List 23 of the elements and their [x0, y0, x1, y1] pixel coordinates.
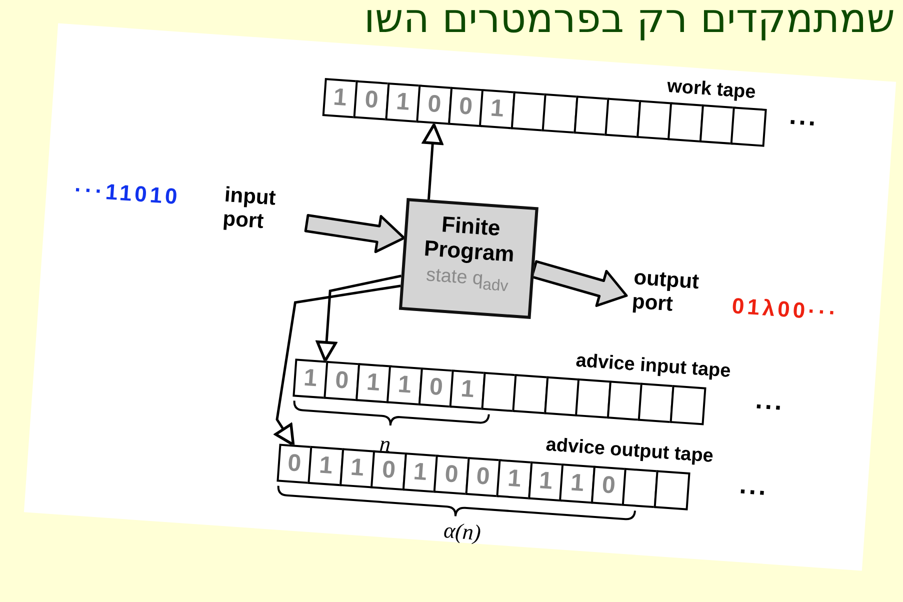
tape-cell: 1 [322, 78, 358, 118]
tape-cell: 1 [308, 446, 344, 486]
tape-cell: 1 [496, 459, 533, 500]
tape-cell: 1 [292, 358, 329, 399]
tape-label: work tape [666, 76, 756, 104]
slide-title: שמתמקדים רק בפרמטרים השו [364, 0, 895, 42]
ellipsis: ··· [754, 390, 786, 424]
ellipsis: ··· [738, 476, 770, 509]
block-arrow [530, 260, 628, 307]
port-label: output port [631, 266, 722, 320]
tape-label: advice input tape [575, 350, 732, 384]
brace-label: α(n) [442, 517, 482, 546]
block-arrow [304, 214, 406, 254]
tape-cell: 0 [324, 360, 360, 402]
tape-cell: 0 [416, 84, 453, 125]
tape-cell: 0 [276, 444, 313, 484]
tape [324, 78, 767, 147]
port-label: input port [222, 183, 306, 237]
tape-cell: 0 [433, 454, 470, 495]
ellipsis: ··· [788, 106, 819, 140]
bit-stream: 01λ00··· [731, 293, 840, 326]
bit-stream: ···11010 [74, 176, 182, 210]
tape-cell: 0 [353, 80, 390, 120]
